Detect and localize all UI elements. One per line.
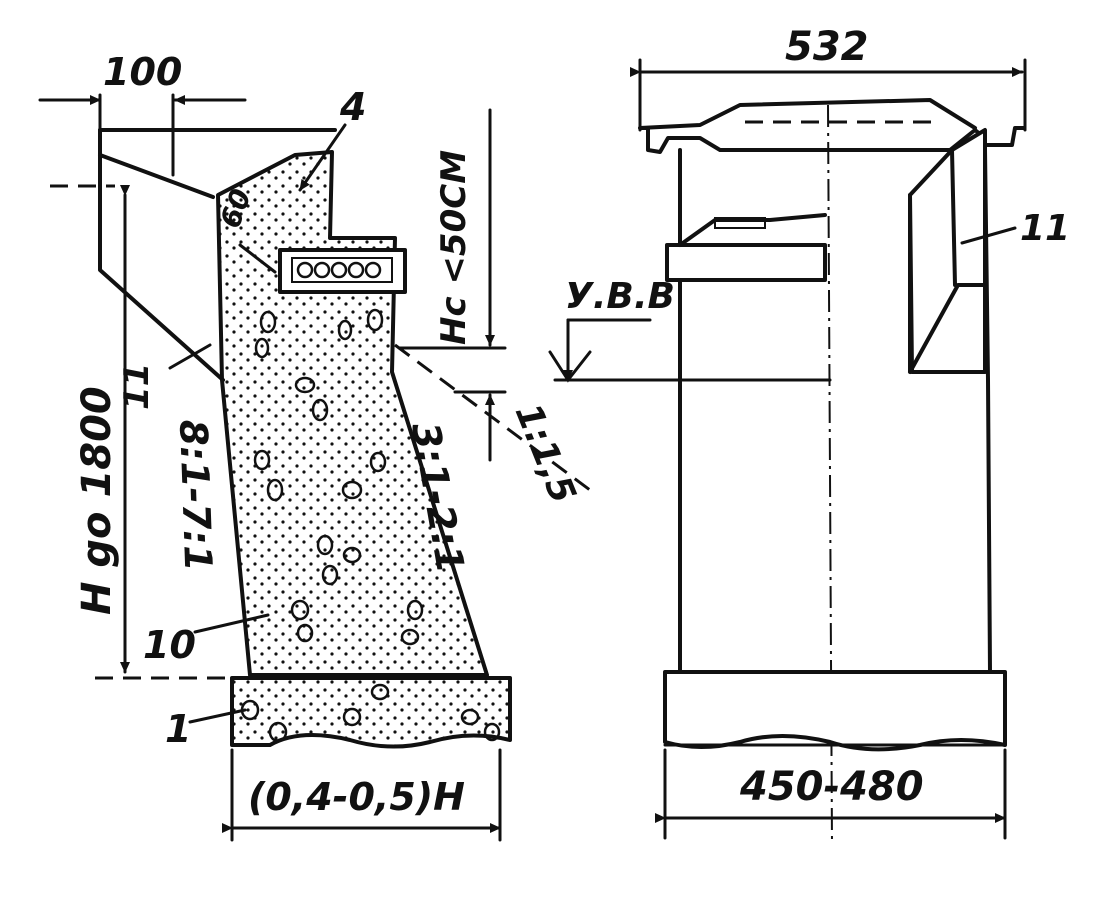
- cap-beam: [640, 126, 1025, 154]
- cap-slope-line: [394, 343, 591, 492]
- label-callout-1: 1: [165, 707, 191, 751]
- label-base-width: (0,4-0,5)H: [248, 775, 465, 819]
- leader-11: [168, 343, 212, 370]
- label-callout-11-right: 11: [1020, 208, 1070, 249]
- concrete-pebbles: [253, 308, 424, 646]
- label-dimension-532: 532: [785, 24, 869, 70]
- leader-4: [298, 123, 347, 192]
- back-wall-top: [98, 153, 215, 199]
- label-callout-10: 10: [143, 623, 196, 667]
- leader-1: [188, 708, 247, 724]
- label-dimension-450-480: 450-480: [739, 764, 924, 810]
- left-section-view: 100 4 60 Hc <50CM 1:1,5 11 H go 1800 8:1…: [38, 50, 591, 842]
- back-wall-outline: [98, 128, 225, 382]
- foundation-block: [230, 676, 512, 749]
- right-elevation-view: 532 У.В.В 11 450-480: [548, 24, 1070, 846]
- leader-10: [193, 613, 270, 634]
- bearing-block: [278, 248, 407, 294]
- label-slope-back: 8:1-7:1: [171, 419, 220, 572]
- label-height: H go 1800: [74, 386, 120, 615]
- label-cap-slope: 1:1,5: [507, 398, 584, 509]
- leader-60: [238, 243, 277, 274]
- label-callout-4: 4: [339, 85, 366, 129]
- label-hc: Hc <50CM: [434, 150, 474, 345]
- label-dimension-100: 100: [103, 50, 182, 94]
- label-callout-11: 11: [117, 363, 157, 410]
- leader-11-right: [960, 226, 1017, 245]
- label-water-level: У.В.В: [565, 276, 675, 317]
- right-foundation: [663, 670, 1007, 752]
- water-level-marker: [548, 318, 832, 383]
- cap-beam-top: [638, 98, 977, 130]
- centre-axis: [827, 104, 833, 846]
- wing-wall: [908, 128, 987, 374]
- foundation-pebbles: [240, 683, 501, 743]
- bearing-seat: [665, 243, 827, 282]
